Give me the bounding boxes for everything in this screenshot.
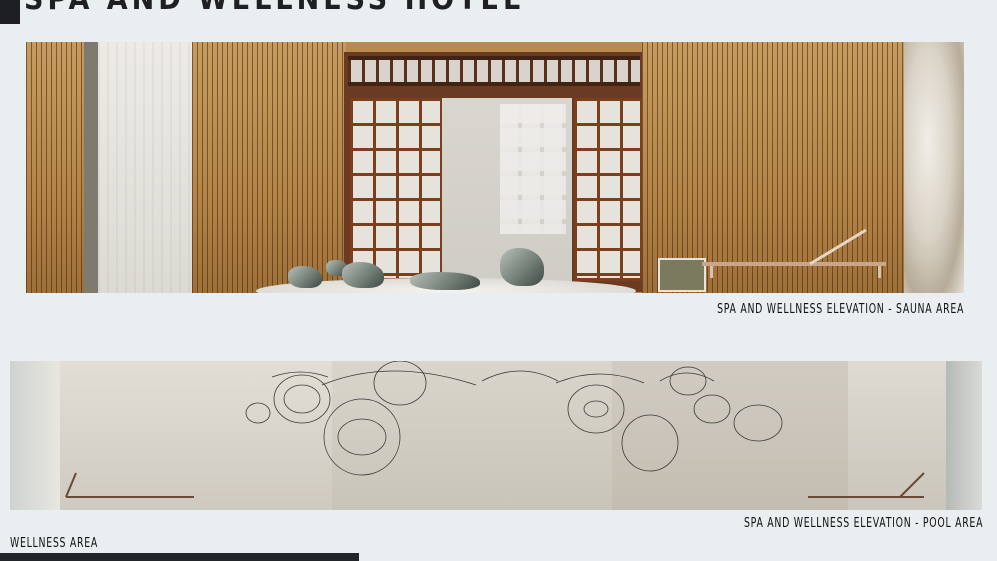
page-title: SPA AND WELLNESS HOTEL [24, 0, 524, 17]
stone-strip [84, 42, 98, 293]
caption-sauna: SPA AND WELLNESS ELEVATION - SAUNA AREA [716, 302, 964, 317]
wood-slat-panel [192, 42, 346, 293]
pool-wall [848, 361, 946, 510]
pool-wall [60, 361, 332, 510]
pendant-lamps [65, 361, 925, 498]
caption-pool: SPA AND WELLNESS ELEVATION - POOL AREA [743, 516, 983, 531]
rock [288, 266, 322, 288]
pool-wall-right [946, 361, 982, 510]
shoji-screen-right [574, 98, 643, 281]
sauna-elevation-image [26, 42, 964, 293]
shoji-screen-left [350, 98, 443, 281]
wood-slat-panel [26, 42, 84, 293]
rock [500, 248, 544, 286]
caption-wellness: WELLNESS AREA [10, 536, 98, 551]
planter [658, 258, 706, 292]
lounger-leg [878, 266, 881, 278]
bottom-bar [0, 553, 359, 561]
rock [342, 262, 384, 288]
top-lattice [348, 56, 640, 86]
pool-elevation-image [10, 361, 982, 510]
lounger-leg [710, 266, 713, 278]
wood-slat-panel [642, 42, 904, 293]
marble-panel [904, 42, 964, 293]
lounger [702, 262, 886, 266]
pool-wall [612, 361, 848, 510]
window-light-pattern [500, 104, 566, 234]
pool-wall-left [10, 361, 60, 510]
pool-wall [332, 361, 612, 510]
stone-panel [98, 42, 192, 293]
rock [410, 272, 480, 290]
corner-block [0, 0, 20, 24]
lounger-backrest [809, 228, 867, 266]
